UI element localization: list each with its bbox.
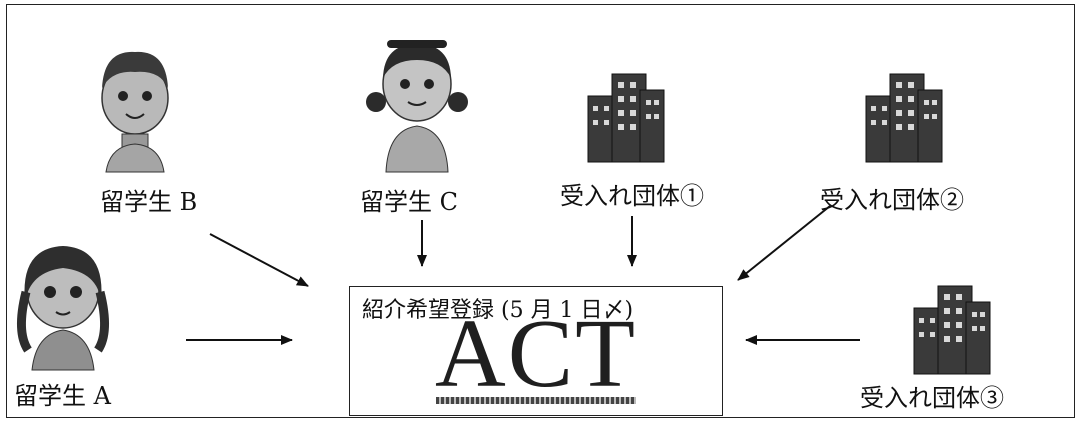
student-c-figure — [366, 40, 468, 173]
org-2-building — [865, 73, 943, 163]
org-3-label: 受入れ団体③ — [860, 384, 1004, 412]
arrow-org-2 — [737, 205, 831, 281]
student-b-figure — [101, 51, 169, 173]
student-c-label: 留学生 C — [360, 188, 458, 216]
org-1-building — [587, 73, 665, 163]
act-logo: ACT — [435, 300, 637, 408]
org-1-label: 受入れ団体① — [560, 182, 704, 210]
student-a-figure — [17, 246, 109, 371]
org-2-label: 受入れ団体② — [820, 186, 964, 214]
org-3-building — [913, 285, 991, 375]
student-a-label: 留学生 A — [14, 382, 111, 410]
student-b-label: 留学生 B — [100, 188, 198, 216]
diagram-frame — [6, 4, 1075, 418]
arrow-student-b — [209, 233, 309, 287]
act-logo-bar — [436, 397, 636, 404]
registration-box: 紹介希望登録 (5 月 1 日〆) ACT — [349, 286, 723, 416]
registration-title: 紹介希望登録 (5 月 1 日〆) — [362, 298, 634, 323]
